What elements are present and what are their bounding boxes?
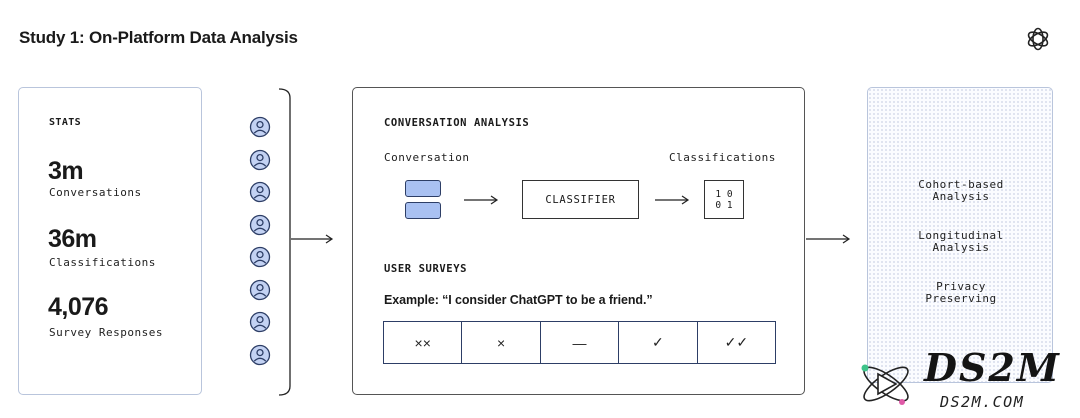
page-title: Study 1: On-Platform Data Analysis xyxy=(19,28,298,47)
output-privacy-preserving: Privacy Preserving xyxy=(925,280,997,305)
scale-strongly-agree: ✓✓ xyxy=(724,334,749,350)
user-icon xyxy=(249,149,271,170)
scale-neutral: — xyxy=(541,322,620,363)
arrow-users-to-analysis xyxy=(291,234,334,244)
arrow-analysis-to-outputs xyxy=(806,234,851,244)
stat-value-classifications: 36m xyxy=(48,225,97,253)
survey-scale: ×× × — ✓ ✓✓ xyxy=(383,321,776,364)
watermark-atom-icon xyxy=(861,364,909,405)
watermark-text: DS2M xyxy=(924,345,1061,390)
stat-value-conversations: 3m xyxy=(48,157,84,185)
matrix-row: 1 0 xyxy=(715,188,733,200)
analysis-panel: CONVERSATION ANALYSIS Conversation Class… xyxy=(352,87,805,395)
stat-value-survey-responses: 4,076 xyxy=(48,293,109,321)
conversation-bubble-icon xyxy=(405,180,441,197)
output-longitudinal-analysis: Longitudinal Analysis xyxy=(918,229,1004,254)
stat-label-conversations: Conversations xyxy=(49,186,142,199)
classifier-box: CLASSIFIER xyxy=(522,180,639,219)
stats-panel: STATS 3m Conversations 36m Classificatio… xyxy=(18,87,202,395)
user-icon xyxy=(249,344,271,365)
user-icon xyxy=(249,181,271,203)
classifications-label: Classifications xyxy=(669,151,776,164)
scale-agree: ✓ xyxy=(619,322,698,363)
arrow-conversation-to-classifier xyxy=(464,195,499,205)
user-icon xyxy=(249,246,271,268)
classification-matrix: 1 0 0 1 xyxy=(704,180,744,219)
user-icon xyxy=(249,279,271,300)
stats-heading: STATS xyxy=(49,117,82,128)
scale-disagree: × xyxy=(462,322,541,363)
conversation-analysis-heading: CONVERSATION ANALYSIS xyxy=(384,117,530,129)
scale-strongly-disagree: ×× xyxy=(384,322,463,363)
conversation-bubble-icon xyxy=(405,202,441,219)
openai-logo-icon xyxy=(1027,27,1049,51)
arrow-classifier-to-classifications xyxy=(655,195,690,205)
user-icon xyxy=(249,116,271,138)
survey-example: Example: “I consider ChatGPT to be a fri… xyxy=(384,293,653,307)
outputs-panel: Cohort-based Analysis Longitudinal Analy… xyxy=(867,87,1053,383)
matrix-row: 0 1 xyxy=(715,199,733,211)
user-icon xyxy=(249,214,271,235)
user-surveys-heading: USER SURVEYS xyxy=(384,263,468,275)
stat-label-survey-responses: Survey Responses xyxy=(49,326,163,339)
user-icon xyxy=(249,311,271,333)
conversation-label: Conversation xyxy=(384,151,470,164)
output-cohort-based-analysis: Cohort-based Analysis xyxy=(918,178,1004,203)
watermark-url: DS2M.COM xyxy=(940,393,1025,411)
stat-label-classifications: Classifications xyxy=(49,256,156,269)
bracket xyxy=(278,88,291,396)
